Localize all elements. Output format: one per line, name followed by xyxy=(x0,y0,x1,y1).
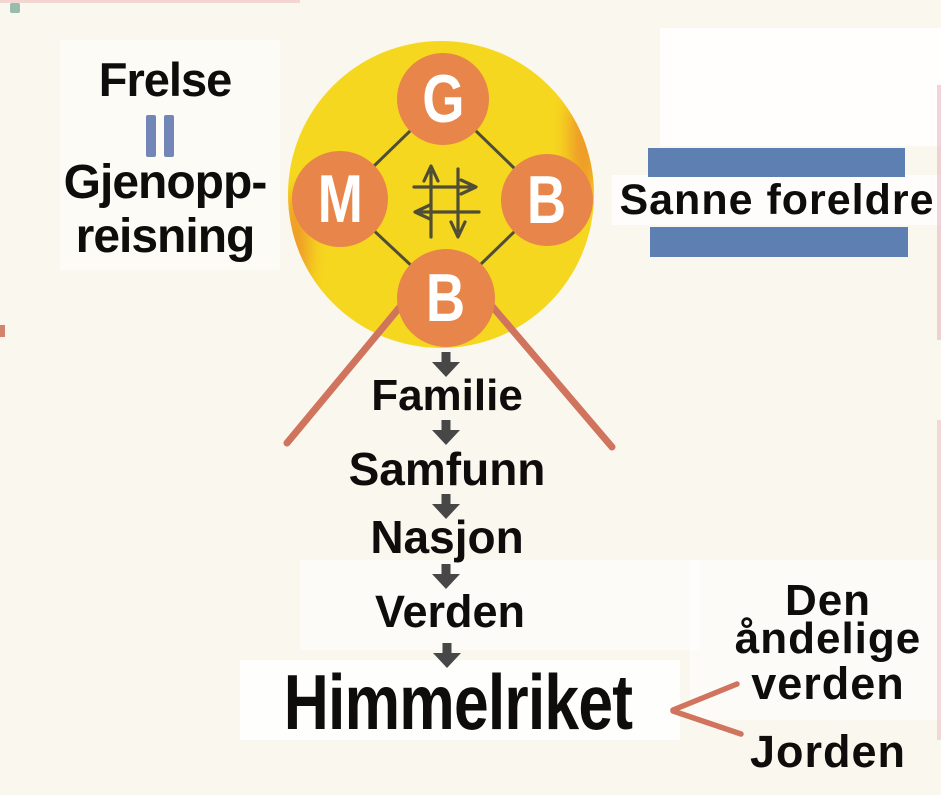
node-b-right: B xyxy=(501,154,593,246)
scan-artifact xyxy=(0,325,5,337)
node-b-right-letter: B xyxy=(527,162,567,238)
node-b-bottom-letter: B xyxy=(426,260,466,336)
scan-artifact xyxy=(10,3,20,13)
true-parents-bar-top xyxy=(648,148,905,177)
node-m-letter: M xyxy=(317,161,363,237)
label-reisning: reisning xyxy=(75,210,256,263)
label-verden: Verden xyxy=(374,586,526,637)
label-den: Den xyxy=(784,576,872,625)
label-samfunn: Samfunn xyxy=(348,443,546,495)
node-m-left: M xyxy=(292,151,388,247)
label-spirit-verden: verden xyxy=(751,658,905,709)
true-parents-bar-bottom xyxy=(650,227,908,257)
label-frelse: Frelse xyxy=(98,53,232,106)
node-g-top: G xyxy=(397,53,489,145)
down-arrow-icon xyxy=(432,420,460,445)
equals-icon xyxy=(146,115,174,157)
scan-artifact xyxy=(0,0,300,3)
scan-patch xyxy=(660,28,941,146)
node-b-bottom: B xyxy=(397,249,495,347)
label-himmelriket: Himmelriket xyxy=(283,658,633,746)
label-familie: Familie xyxy=(371,371,523,420)
label-nasjon: Nasjon xyxy=(370,511,524,563)
label-gjenopp: Gjenopp- xyxy=(63,156,268,209)
label-jorden: Jorden xyxy=(749,726,907,777)
node-g-letter: G xyxy=(421,61,465,137)
label-aandelige: åndelige xyxy=(734,614,922,663)
label-sanne-foreldre: Sanne foreldre xyxy=(619,176,935,224)
